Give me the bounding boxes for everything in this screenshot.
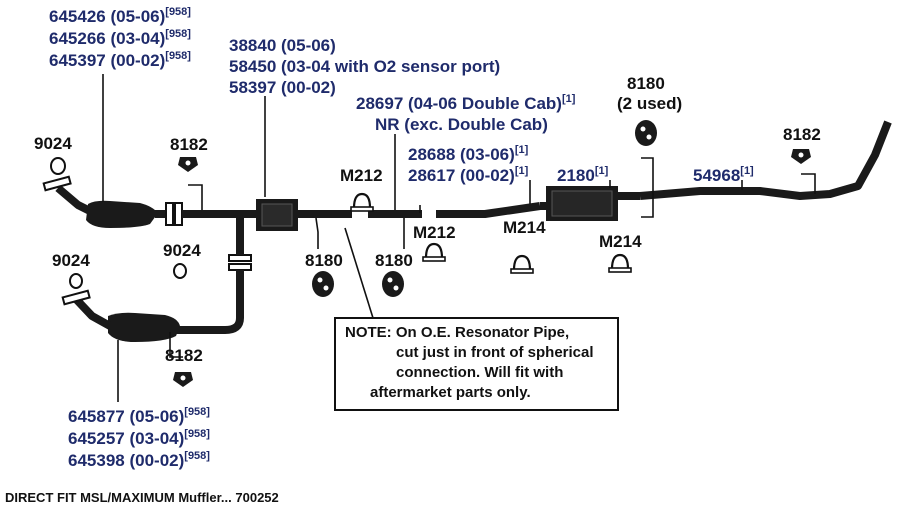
hanger-8180-top-icon [635,120,657,146]
gasket-lower-icon [69,273,83,289]
label-m212-bottom: M212 [413,223,456,242]
lower-catalytic-converter [108,312,180,342]
label-8182-bottom: 8182 [165,346,203,365]
leader-8182-right [801,173,816,194]
label-gasket-mid: 9024 [163,241,201,260]
footer-caption: DIRECT FIT MSL/MAXIMUM Muffler... 700252 [5,490,279,505]
y-pipe-lower-b [175,270,244,334]
note-line-1: NOTE: On O.E. Resonator Pipe, [345,324,569,341]
part-top-cat-1: 645426 (05-06)[958] [49,6,191,26]
part-cab-2: NR (exc. Double Cab) [375,115,548,134]
lower-manifold-flange [61,289,91,306]
hanger-8180-b-icon [382,271,404,297]
upper-inlet-pipe [55,184,94,216]
label-m214-mid: M214 [503,218,546,237]
gasket-upper-icon [50,157,66,175]
part-mid-pipe-2: 28617 (00-02)[1] [408,165,529,185]
lower-flange-1 [228,254,252,262]
part-tailpipe: 54968[1] [693,165,754,185]
clamp-m212-top-icon [350,192,374,212]
upper-flange [165,202,174,226]
upper-catalytic-converter [86,200,158,228]
note-line-2: cut just in front of spherical [396,344,594,361]
leader-8182-bottom [169,332,183,358]
note-line-4: aftermarket parts only. [370,384,531,401]
leader-8180-top [641,157,654,218]
note-line-3: connection. Will fit with [396,364,563,381]
hanger-8182-bottom-icon [173,372,193,387]
clamp-m214-right-icon [608,253,632,273]
clamp-m214-mid-icon [510,254,534,274]
mid-pipe-b [436,202,541,218]
part-resonator-1: 38840 (05-06) [229,36,336,55]
tailpipe [639,120,892,200]
part-muffler: 2180[1] [557,165,609,185]
label-8182-top: 8182 [170,135,208,154]
label-8180-b: 8180 [375,251,413,270]
part-8180-top-note: (2 used) [617,94,682,113]
part-top-cat-2: 645266 (03-04)[958] [49,28,191,48]
label-8180-a: 8180 [305,251,343,270]
part-resonator-2: 58450 (03-04 with O2 sensor port) [229,57,500,76]
clamp-m212-bottom-icon [422,242,446,262]
resonator-face [261,203,293,227]
hanger-8182-right-icon [791,149,811,164]
leader-8180-a [315,217,319,249]
note-box [334,317,619,411]
leader-8182-top [188,184,203,210]
label-gasket-upper: 9024 [34,134,72,153]
hanger-8180-a-icon [312,271,334,297]
label-m212-top: M212 [340,166,383,185]
part-bottom-cat-1: 645877 (05-06)[958] [68,406,210,426]
part-resonator-3: 58397 (00-02) [229,78,336,97]
part-8180-top: 8180 [627,74,665,93]
label-m214-right: M214 [599,232,642,251]
part-mid-pipe-1: 28688 (03-06)[1] [408,144,529,164]
lower-flange-2 [228,263,252,271]
part-top-cat-3: 645397 (00-02)[958] [49,50,191,70]
label-8182-right: 8182 [783,125,821,144]
upper-manifold-flange [42,175,72,192]
lower-inlet-pipe [72,295,112,330]
part-cab-1: 28697 (04-06 Double Cab)[1] [356,93,576,113]
muffler-face [551,190,613,217]
leader-note [344,227,374,319]
part-bottom-cat-2: 645257 (03-04)[958] [68,428,210,448]
part-bottom-cat-3: 645398 (00-02)[958] [68,450,210,470]
hanger-8182-top-icon [178,157,198,172]
label-gasket-lower: 9024 [52,251,90,270]
upper-flange-2 [174,202,183,226]
gasket-mid-icon [173,263,187,279]
